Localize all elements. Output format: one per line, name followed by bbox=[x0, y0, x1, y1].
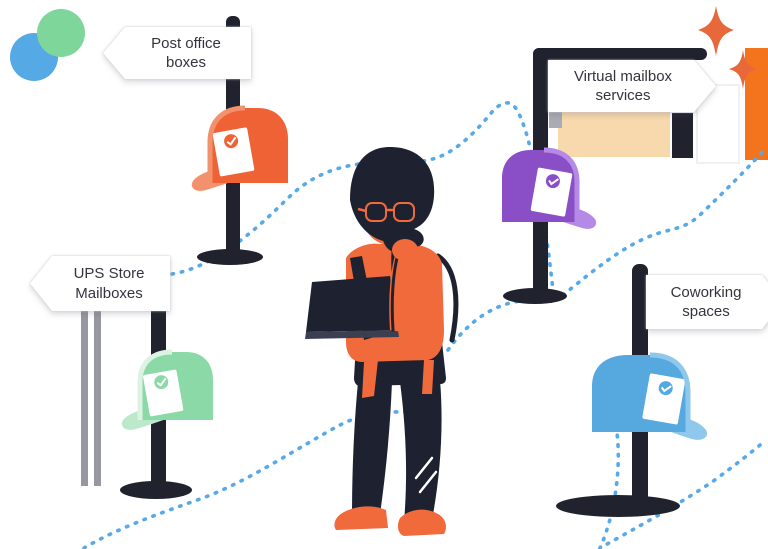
gray-block bbox=[549, 110, 562, 128]
left-shoe bbox=[334, 506, 388, 530]
envelope-icon bbox=[143, 369, 184, 417]
mailbox-green-ups bbox=[121, 349, 213, 430]
hair bbox=[350, 146, 435, 247]
sign-post bbox=[81, 308, 88, 486]
dashed-path-upper-left bbox=[170, 101, 555, 292]
orange-block bbox=[745, 48, 768, 160]
sparkle-icon bbox=[698, 6, 734, 56]
glasses-icon bbox=[357, 202, 415, 222]
check-icon bbox=[156, 377, 167, 387]
fist bbox=[392, 239, 418, 261]
decorative-circles bbox=[10, 9, 85, 81]
laptop-icon bbox=[306, 276, 398, 332]
sign-plate: Coworking spaces bbox=[646, 275, 768, 329]
sign-post-office-boxes: Post office boxes bbox=[103, 27, 251, 79]
check-icon bbox=[548, 178, 559, 186]
laptop-base bbox=[305, 330, 399, 339]
arm-outline bbox=[435, 253, 459, 343]
hip-accent bbox=[362, 360, 378, 398]
pants-highlight bbox=[414, 456, 438, 494]
sign-label-line: boxes bbox=[165, 54, 207, 71]
mailbox-rim bbox=[207, 105, 246, 183]
sign-label-line: Post office bbox=[151, 34, 221, 52]
sign-virtual-mailbox-services: Virtual mailbox services bbox=[548, 60, 698, 112]
base-post-office bbox=[197, 249, 263, 265]
check-icon bbox=[226, 136, 237, 146]
forearm-line bbox=[390, 252, 400, 332]
sign-plate: UPS Store Mailboxes bbox=[30, 256, 170, 311]
sign-label-line: services bbox=[595, 87, 651, 104]
forearm bbox=[389, 252, 417, 334]
sign-label-line: Virtual mailbox bbox=[573, 67, 673, 85]
dashed-path-lower-right bbox=[597, 424, 768, 549]
sign-label-line: UPS Store bbox=[73, 265, 145, 283]
sparkle-icon bbox=[729, 50, 757, 89]
peach-block bbox=[558, 110, 670, 157]
base-ups bbox=[120, 481, 192, 499]
mailbox-rim bbox=[137, 349, 173, 420]
base-virtual bbox=[503, 288, 567, 304]
sign-label-line: Coworking bbox=[670, 283, 742, 301]
mailbox-blue-coworking bbox=[592, 352, 708, 440]
left-leg bbox=[352, 382, 392, 516]
sign-label-line: Mailboxes bbox=[75, 284, 143, 302]
green-circle bbox=[37, 9, 85, 57]
sign-post bbox=[94, 308, 101, 486]
check-icon bbox=[660, 385, 672, 393]
envelope-icon bbox=[212, 127, 255, 177]
mailbox-purple-virtual bbox=[502, 147, 597, 229]
sign-label-line: spaces bbox=[682, 303, 730, 320]
mailbox-rim bbox=[649, 352, 691, 432]
sign-coworking-spaces: Coworking spaces bbox=[646, 275, 766, 329]
sign-plate: Post office boxes bbox=[103, 27, 251, 79]
sign-ups-store-mailboxes: UPS Store Mailboxes bbox=[30, 256, 170, 311]
mailbox-rim bbox=[543, 147, 580, 222]
beam-virtual bbox=[533, 48, 707, 60]
hip-accent bbox=[422, 360, 434, 394]
base-coworking bbox=[556, 495, 680, 517]
background-blocks bbox=[549, 48, 768, 164]
sparkles bbox=[698, 6, 757, 89]
ups-sign-posts bbox=[81, 308, 101, 486]
right-leg bbox=[400, 380, 442, 522]
thinking-person-icon bbox=[305, 146, 459, 536]
sign-plate: Virtual mailbox services bbox=[548, 60, 716, 112]
mailbox-orange-post-office bbox=[191, 105, 288, 191]
dark-block bbox=[672, 113, 693, 158]
envelope-icon bbox=[642, 373, 686, 425]
right-shoe bbox=[397, 509, 446, 536]
dashed-path-upper-right bbox=[446, 146, 768, 352]
envelope-icon bbox=[530, 167, 573, 217]
